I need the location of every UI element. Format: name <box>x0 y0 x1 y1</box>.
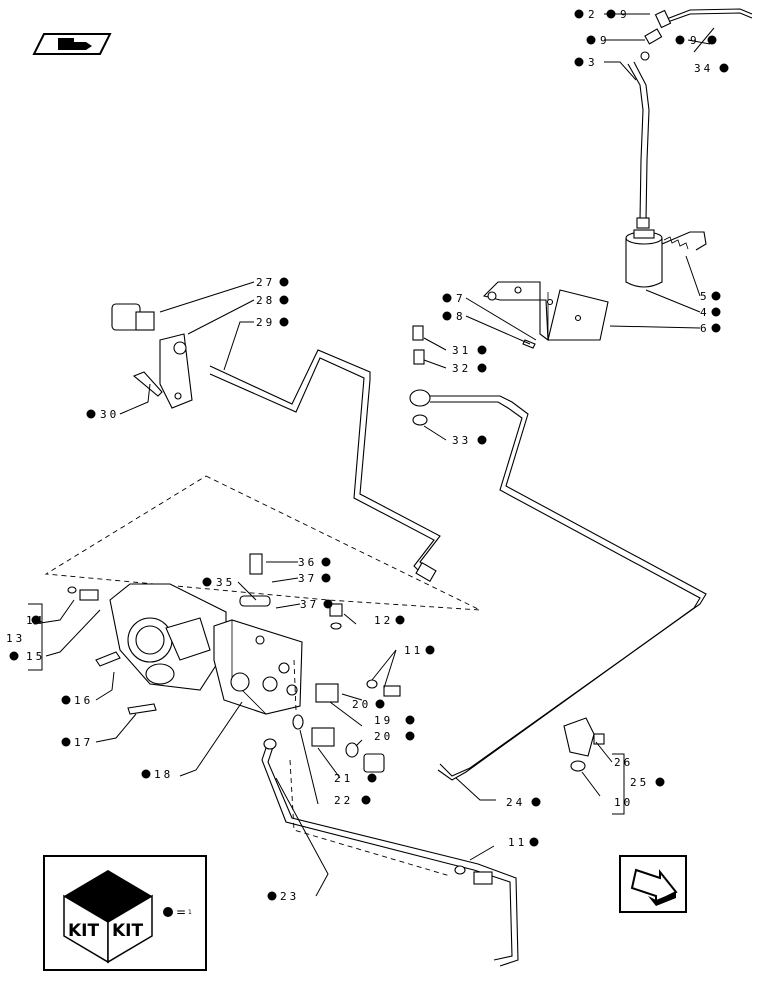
callout-16: 16 <box>74 694 93 707</box>
callout-14: 14 <box>26 614 45 627</box>
callout-9-top: 9 <box>620 8 630 21</box>
callout-19: 19 <box>374 714 393 727</box>
kit-label-right: KIT <box>112 921 143 941</box>
callout-5: 5 <box>700 290 710 303</box>
callout-36: 36 <box>298 556 317 569</box>
callout-20-bottom: 20 <box>374 730 393 743</box>
reservoir-line-assembly <box>625 8 753 288</box>
kit-note: 1 <box>188 909 192 916</box>
book-arrow-icon[interactable] <box>32 33 112 55</box>
callout-31: 31 <box>452 344 471 357</box>
callout-25: 25 <box>630 776 649 789</box>
kit-equals: = <box>176 905 186 919</box>
callout-18: 18 <box>154 768 173 781</box>
callout-4: 4 <box>700 306 710 319</box>
callout-17: 17 <box>74 736 93 749</box>
callout-28: 28 <box>256 294 275 307</box>
callout-22: 22 <box>334 794 353 807</box>
callout-11-top: 11 <box>404 644 423 657</box>
callout-35: 35 <box>216 576 235 589</box>
callout-34: 34 <box>694 62 713 75</box>
next-page-arrow-icon[interactable] <box>619 855 687 913</box>
callout-12: 12 <box>374 614 393 627</box>
callout-3: 3 <box>588 56 598 69</box>
banjo-fittings <box>409 325 707 781</box>
callout-13: 13 <box>6 632 25 645</box>
kit-label-left: KIT <box>68 921 99 941</box>
kit-legend: KIT KIT = 1 <box>43 855 207 971</box>
callout-29: 29 <box>256 316 275 329</box>
kit-outline <box>44 475 481 611</box>
callout-23: 23 <box>280 890 299 903</box>
callout-9-mid: 9 <box>600 34 610 47</box>
callout-10: 10 <box>614 796 633 809</box>
valve-assembly <box>67 553 605 967</box>
upper-pipe-assembly <box>111 303 441 582</box>
callout-32: 32 <box>452 362 471 375</box>
callout-24: 24 <box>506 796 525 809</box>
callout-33: 33 <box>452 434 471 447</box>
leader-lines <box>28 13 715 897</box>
mounting-bracket <box>482 281 609 349</box>
callout-11-bottom: 11 <box>508 836 527 849</box>
callout-37-top: 37 <box>298 572 317 585</box>
callout-6: 6 <box>700 322 710 335</box>
callout-27: 27 <box>256 276 275 289</box>
callout-30: 30 <box>100 408 119 421</box>
callout-21: 21 <box>334 772 353 785</box>
callout-2: 2 <box>588 8 598 21</box>
callout-26: 26 <box>614 756 633 769</box>
callout-dot <box>574 9 584 19</box>
callout-20-top: 20 <box>352 698 371 711</box>
callout-9-right: 9 <box>690 34 700 47</box>
callout-7: 7 <box>456 292 466 305</box>
callout-labels: 2 9 9 9 3 34 27 28 29 30 7 8 5 4 6 31 32… <box>6 8 729 903</box>
callout-15: 15 <box>26 650 45 663</box>
callout-37-bottom: 37 <box>300 598 319 611</box>
callout-8: 8 <box>456 310 466 323</box>
